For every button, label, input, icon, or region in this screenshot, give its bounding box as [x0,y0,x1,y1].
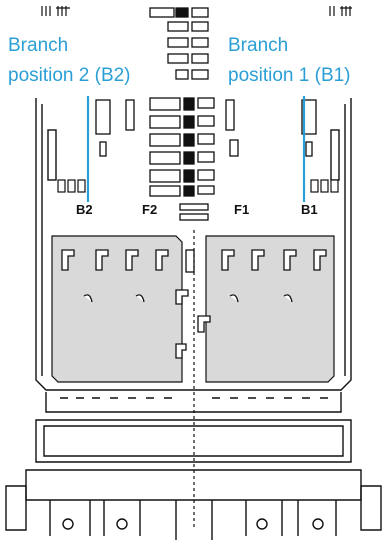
small-connectors [57,179,339,193]
board-shaded-area [51,235,335,383]
slot-label-b1: B1 [301,202,318,217]
callout-branch-1-line1: Branch [228,35,289,56]
callout-branch-1: Branch position 1 (B1) [228,34,351,88]
slot-label-f2: F2 [142,202,158,217]
slot-label-b2: B2 [76,202,93,217]
callout-branch-2-line2: position 2 (B2) [8,65,131,86]
slot-label-f1: F1 [234,202,250,217]
callout-leaders [86,96,306,202]
callout-branch-2: Branch position 2 (B2) [8,34,131,88]
bottom-assembly [5,392,382,540]
heatsink-clips [61,249,327,359]
riser-brackets [95,99,317,157]
center-connector-stack [149,7,215,221]
callout-branch-2-line1: Branch [8,35,69,56]
top-connectors [41,6,352,16]
callout-branch-1-line2: position 1 (B1) [228,65,351,86]
